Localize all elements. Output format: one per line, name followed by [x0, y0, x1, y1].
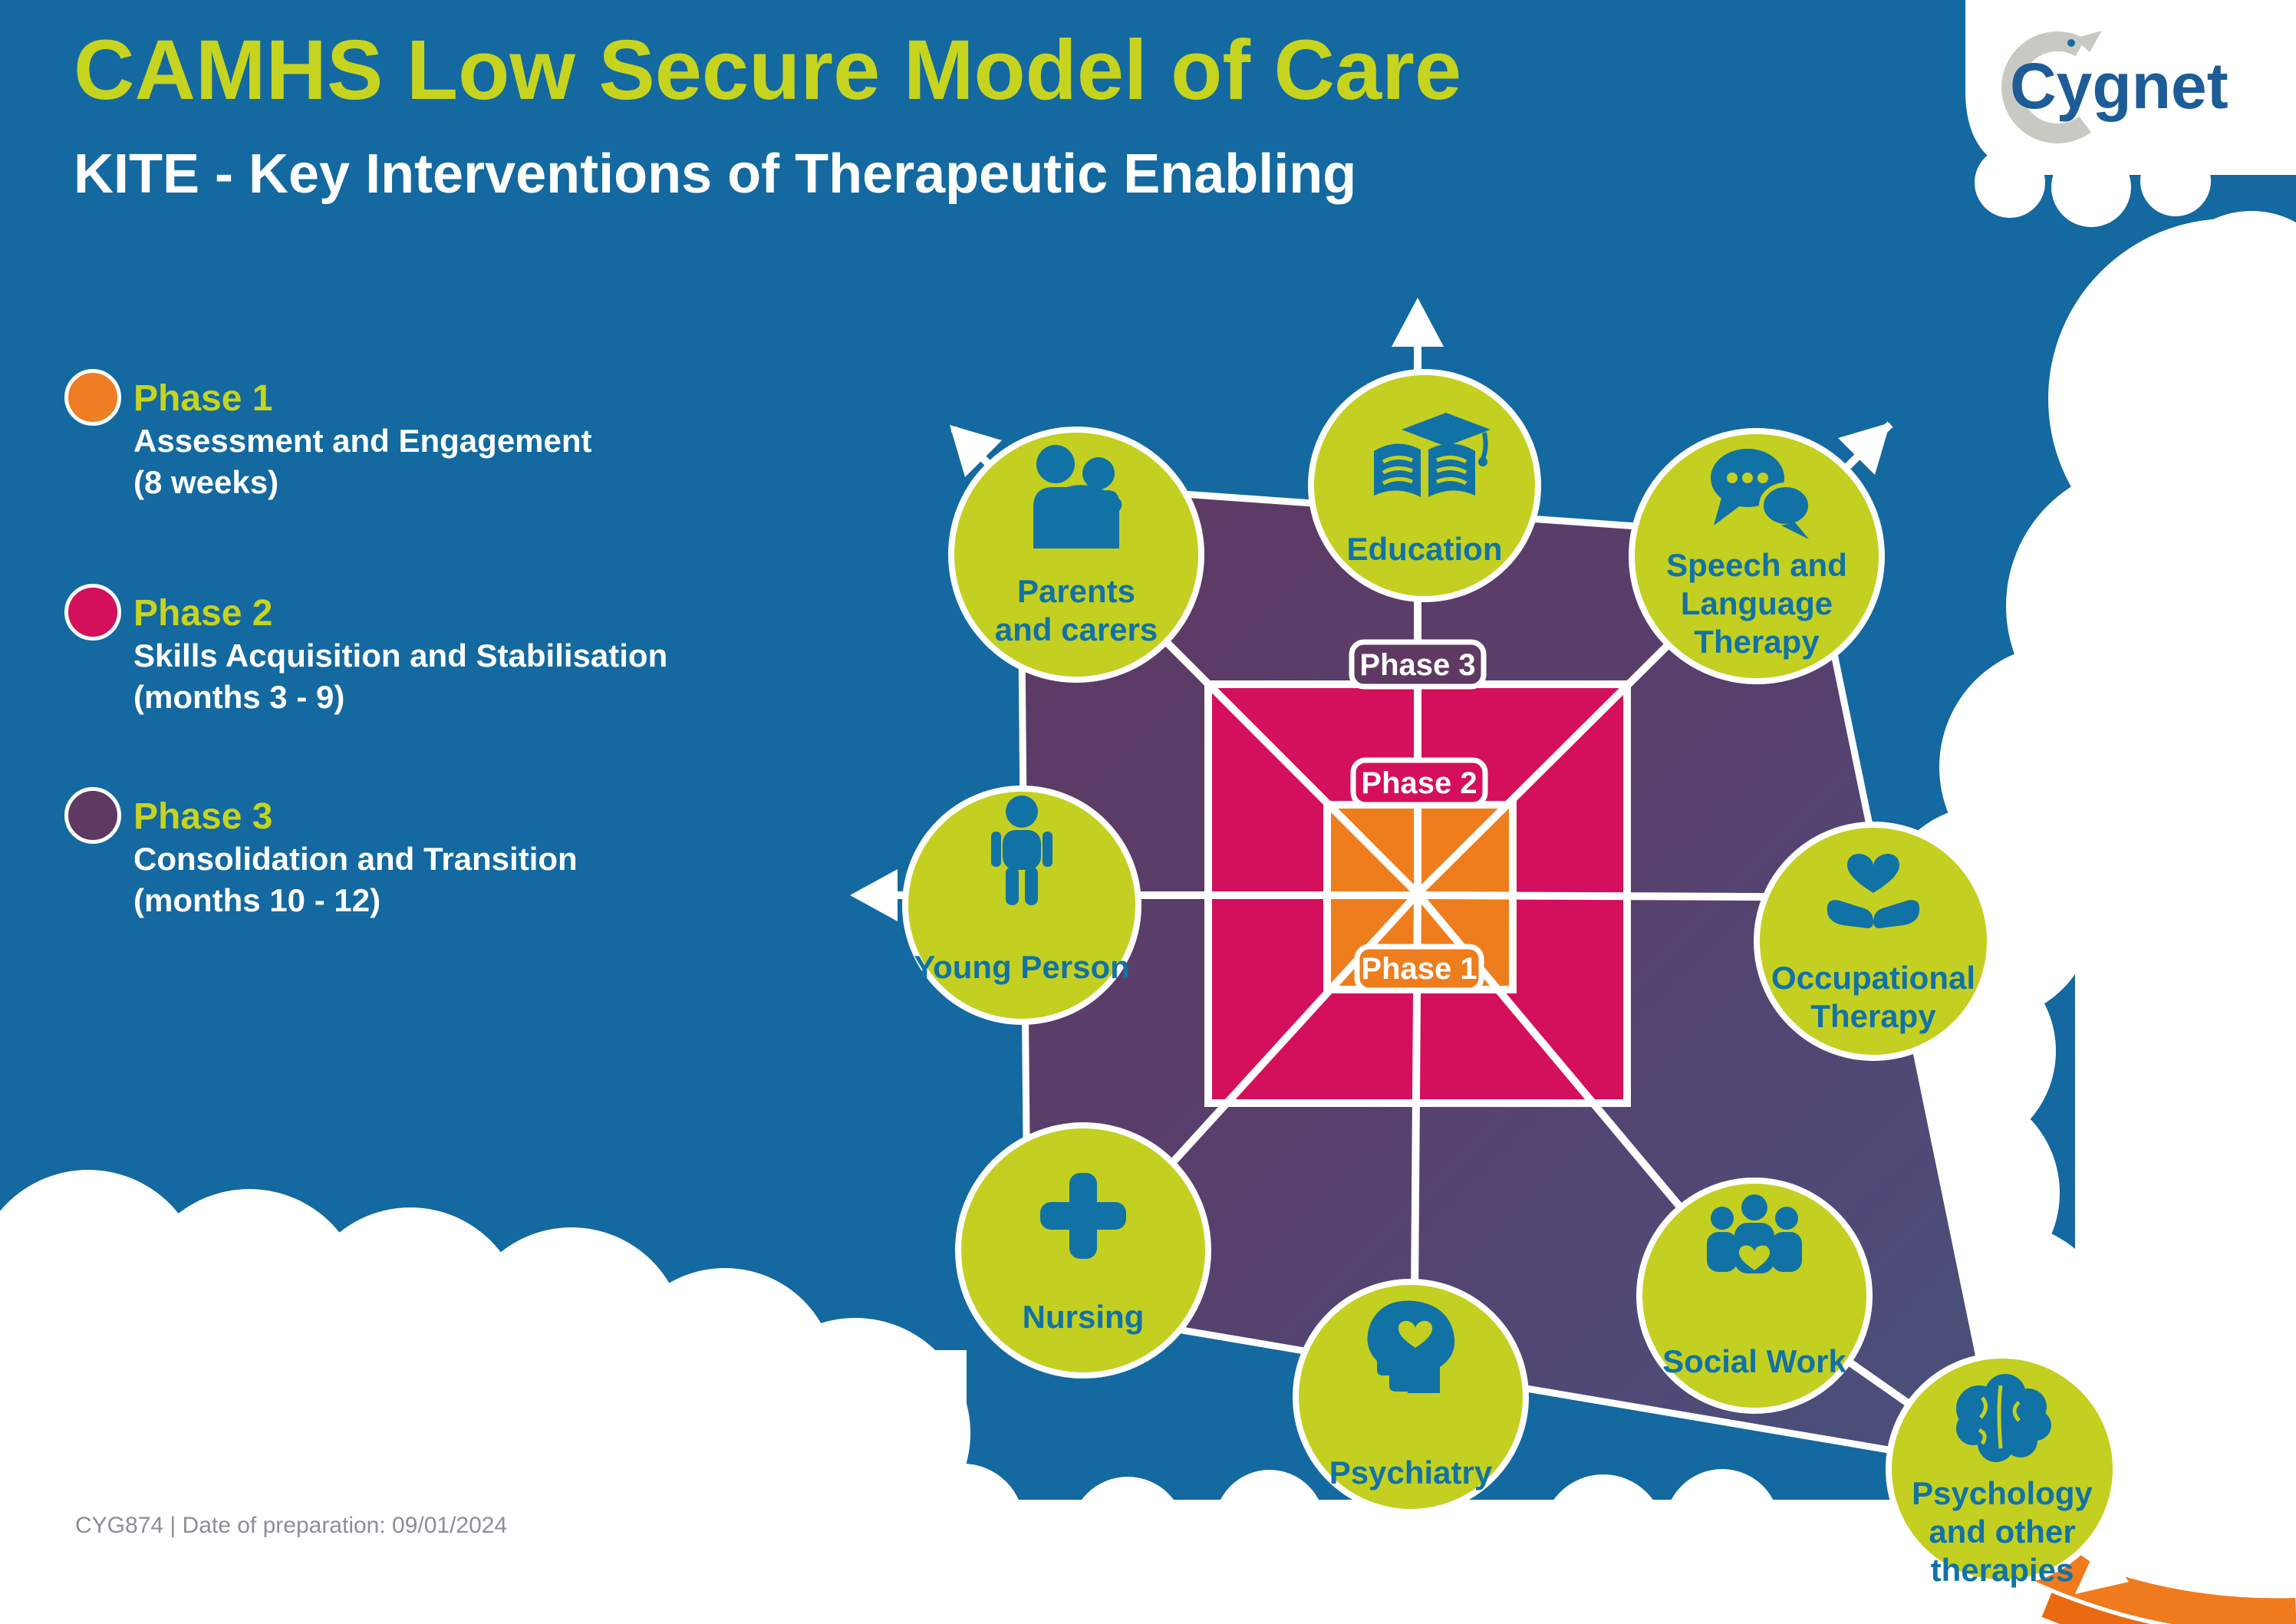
node-circle-speech: [1629, 428, 1885, 684]
phase2-tab-label: Phase 2: [1361, 766, 1477, 800]
page-subtitle: KITE - Key Interventions of Therapeutic …: [74, 143, 1357, 205]
phase2-dot-icon: [64, 584, 121, 641]
arrow-left-icon: [850, 869, 898, 921]
node-circle-young-person: [902, 786, 1141, 1025]
phase3-tab: [1349, 639, 1487, 690]
node-circle-psychology: [1886, 1352, 2119, 1586]
cross-icon: [1040, 1173, 1126, 1259]
parents-icon: [1033, 445, 1122, 548]
tail-arrow-icon: [2075, 1540, 2129, 1594]
speech-bubbles-icon: [1711, 449, 1813, 539]
phase2-tab: [1350, 757, 1488, 808]
node-label-social-work: Social Work: [1662, 1343, 1846, 1379]
node-circle-psychiatry: [1293, 1279, 1529, 1515]
arrow-up-right-icon: [1838, 423, 1890, 475]
node-label-speech: Speech and Language Therapy: [1666, 547, 1847, 660]
legend-phase3-desc: Consolidation and Transition (months 10 …: [133, 841, 578, 918]
phase1-tab-label: Phase 1: [1361, 952, 1477, 986]
head-heart-icon: [1367, 1300, 1455, 1393]
legend-phase2-name: Phase 2: [133, 593, 273, 634]
legend-phase1-desc: Assessment and Engagement (8 weeks): [133, 423, 592, 500]
node-label-parents: Parents and carers: [994, 573, 1158, 647]
legend-phase2-desc: Skills Acquisition and Stabilisation (mo…: [133, 637, 668, 715]
node-label-nursing: Nursing: [1022, 1299, 1145, 1335]
node-circle-occupational-therapy: [1754, 822, 1993, 1061]
node-label-young-person: Young Person: [914, 949, 1130, 985]
phase1-tab: [1354, 944, 1484, 993]
phase-tabs: [1349, 639, 1488, 993]
arrow-up-icon: [1392, 298, 1444, 347]
node-circles: [902, 369, 2119, 1586]
node-circle-parents: [948, 427, 1204, 683]
logo-wordmark: Cygnet: [2010, 50, 2228, 122]
node-label-psychology: Psychology and other therapies: [1912, 1475, 2093, 1588]
education-icon: [1374, 413, 1491, 497]
node-label-occupational-therapy: Occupational Therapy: [1771, 960, 1976, 1034]
legend-phase1-name: Phase 1: [133, 378, 273, 419]
phase1-dot-icon: [64, 369, 121, 426]
spoke-arrowheads: [850, 298, 1890, 921]
legend-phase3-name: Phase 3: [133, 796, 273, 837]
brain-icon: [1956, 1374, 2051, 1462]
node-label-psychiatry: Psychiatry: [1329, 1454, 1493, 1491]
person-icon: [991, 796, 1052, 905]
page-title: CAMHS Low Secure Model of Care: [74, 23, 1462, 117]
arrow-up-left-icon: [950, 425, 1002, 477]
cygnet-swan-icon: [2001, 31, 2102, 143]
node-circle-social-work: [1636, 1178, 1873, 1414]
people-group-icon: [1707, 1194, 1802, 1273]
phase3-dot-icon: [64, 787, 121, 844]
hands-heart-icon: [1827, 853, 1920, 928]
footer-reference: CYG874 | Date of preparation: 09/01/2024: [75, 1513, 508, 1538]
phase3-tab-label: Phase 3: [1359, 648, 1476, 682]
node-label-education: Education: [1346, 531, 1503, 567]
node-icons: [991, 413, 2051, 1462]
